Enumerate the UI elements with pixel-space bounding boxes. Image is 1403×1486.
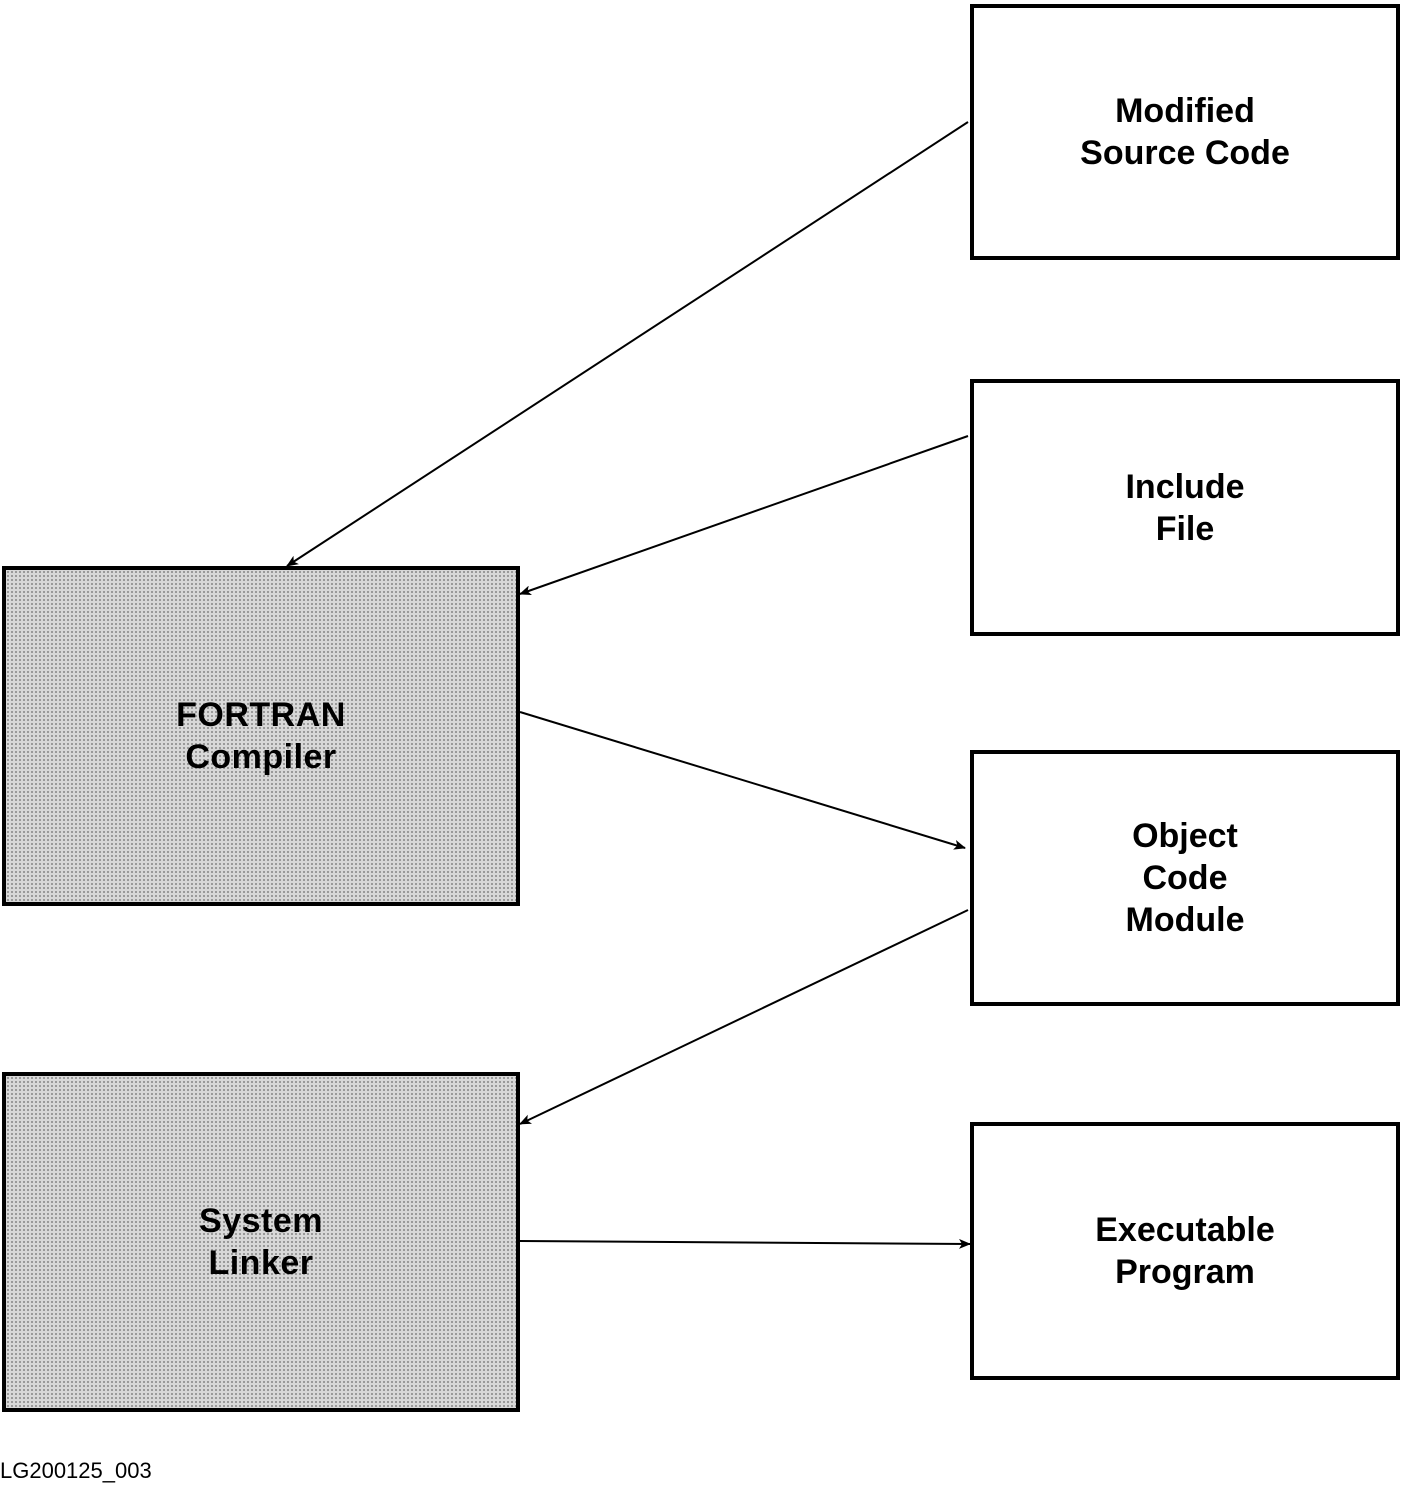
fortran-compiler-label-line1: FORTRAN <box>176 696 346 734</box>
arrow-source-to-compiler <box>286 121 969 567</box>
arrow-linker-to-executable <box>519 1238 971 1249</box>
figure-id-label: LG200125_003 <box>0 1458 152 1483</box>
modified-source-code-label-line2: Source Code <box>1080 134 1290 172</box>
object-code-module-box: Object Code Module <box>970 750 1400 1006</box>
include-file-label-line1: Include <box>1125 467 1245 506</box>
object-code-module-label-line1: Object <box>1132 817 1238 855</box>
system-linker-box: System Linker <box>2 1072 520 1412</box>
arrow-include-to-compiler <box>519 435 969 596</box>
arrow-compiler-to-object <box>519 711 966 850</box>
fortran-compiler-label-line2: Compiler <box>185 738 337 776</box>
modified-source-code-label-line1: Modified <box>1115 92 1255 130</box>
arrow-object-to-linker <box>519 909 969 1125</box>
include-file-box: Include File <box>970 379 1400 636</box>
executable-program-label-line2: Program <box>1115 1253 1255 1291</box>
object-code-module-label-line2: Code <box>1142 859 1228 897</box>
system-linker-label-line1: System <box>199 1202 323 1240</box>
include-file-label-line2: File <box>1155 509 1215 548</box>
executable-program-label-line1: Executable <box>1095 1211 1275 1249</box>
system-linker-label-line2: Linker <box>208 1244 314 1282</box>
executable-program-box: Executable Program <box>970 1122 1400 1380</box>
modified-source-code-box: Modified Source Code <box>970 4 1400 260</box>
object-code-module-label-line3: Module <box>1125 901 1245 939</box>
fortran-compiler-box: FORTRAN Compiler <box>2 566 520 906</box>
